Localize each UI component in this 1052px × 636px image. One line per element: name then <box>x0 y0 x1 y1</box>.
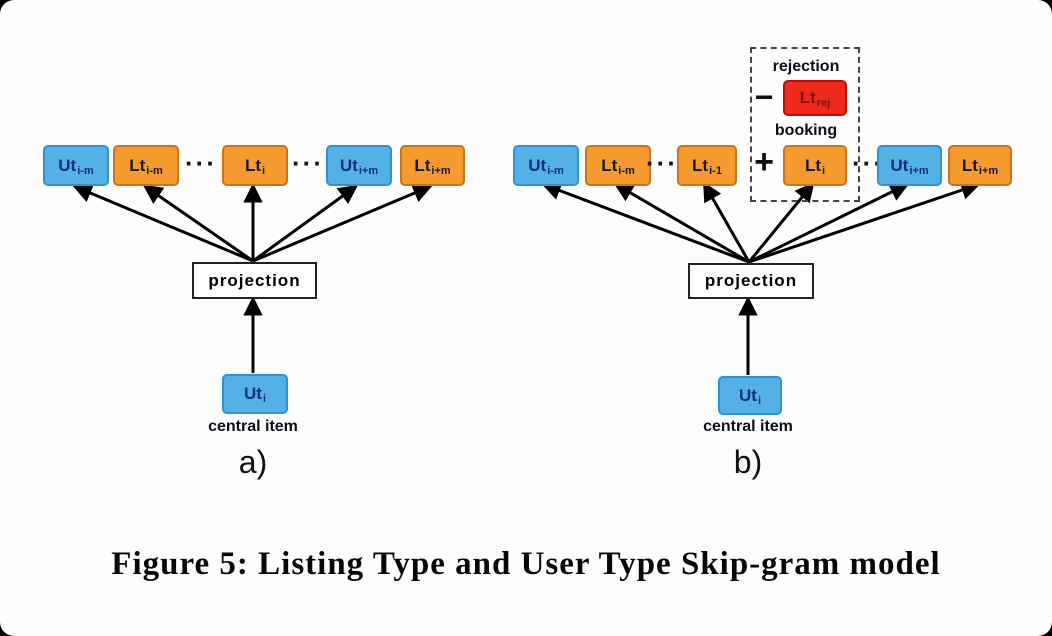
plus-sign: + <box>754 143 774 181</box>
box-label: Ut <box>738 385 757 405</box>
box-subscript: i <box>821 164 826 177</box>
box-subscript: i <box>757 394 761 407</box>
ellipsis-a-right: ··· <box>292 148 324 178</box>
box-subscript: i+m <box>431 164 451 177</box>
booking-label: booking <box>774 122 838 139</box>
box-subscript: i-m <box>77 164 94 177</box>
figure-caption: Figure 5: Listing Type and User Type Ski… <box>111 546 941 582</box>
box-label: Ut <box>890 155 909 175</box>
rejection-label: rejection <box>772 58 840 75</box>
ellipsis-b-right: ··· <box>852 148 884 178</box>
box-label: Lt <box>799 88 816 107</box>
projection-box-a: projection <box>192 262 317 299</box>
arrow-a-2 <box>142 184 254 263</box>
ellipsis-b-left: ··· <box>646 148 678 178</box>
box-label: Lt <box>961 155 978 175</box>
panel-label-b: b) <box>733 444 763 480</box>
box-subscript: i-m <box>146 164 163 177</box>
arrow-a-5 <box>252 184 433 263</box>
ellipsis-a-left: ··· <box>185 148 217 178</box>
central-item-label-b: central item <box>703 418 793 435</box>
projection-box-b: projection <box>688 263 814 299</box>
arrow-a-4 <box>252 184 359 263</box>
box-subscript: i <box>262 393 266 405</box>
box-label: Ut <box>339 155 358 175</box>
box-label: Ut <box>528 155 547 175</box>
projection-label: projection <box>208 270 301 290</box>
box-label: Lt <box>601 155 618 175</box>
box-label: Lt <box>129 155 146 175</box>
box-subscript: i-m <box>618 164 635 177</box>
box-subscript: i+m <box>909 164 929 177</box>
box-subscript: i+m <box>978 164 999 177</box>
minus-sign: − <box>754 79 774 115</box>
box-label: Ut <box>243 384 262 403</box>
box-label: Ut <box>58 155 77 175</box>
box-subscript: i-m <box>547 164 564 177</box>
box-subscript: rej <box>816 97 831 109</box>
box-label: Lt <box>804 155 821 175</box>
arrow-b-3 <box>703 181 751 263</box>
box-subscript: i <box>261 164 266 177</box>
box-label: Lt <box>692 155 709 175</box>
arrow-a-1 <box>72 184 254 263</box>
box-label: Lt <box>414 155 431 175</box>
box-subscript: i-1 <box>709 164 722 177</box>
panel-label-a: a) <box>238 444 268 480</box>
central-item-label-a: central item <box>208 418 298 435</box>
arrow-b-1 <box>541 181 750 264</box>
booking-rejection-dashed-box <box>750 47 860 202</box>
arrow-b-2 <box>613 183 750 264</box>
box-subscript: i+m <box>358 164 379 177</box>
box-label: Lt <box>244 155 261 175</box>
projection-label: projection <box>704 271 798 290</box>
